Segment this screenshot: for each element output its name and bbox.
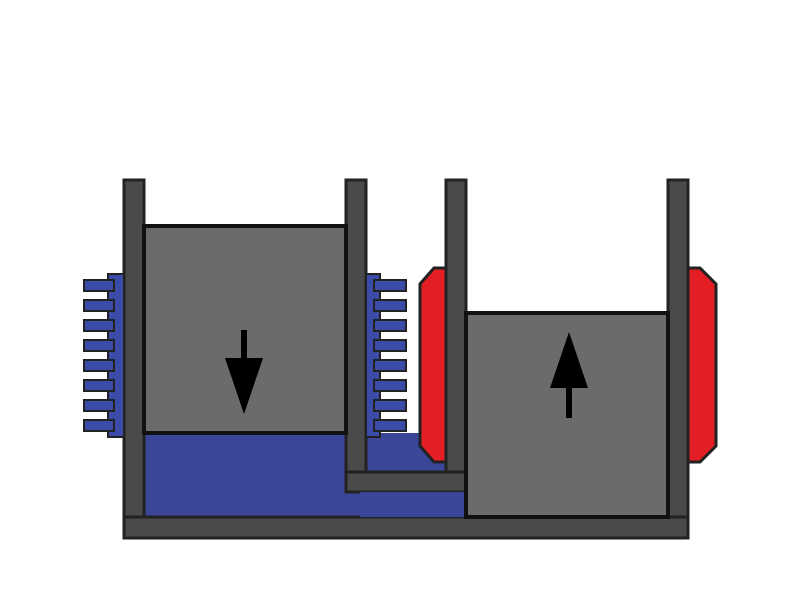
base-plate	[122, 515, 690, 540]
cooling-fin-spine	[365, 273, 381, 438]
heater-pad-left	[418, 266, 448, 464]
arrow-up-icon	[550, 332, 588, 418]
transfer-channel-floor	[344, 470, 468, 494]
cooling-fin	[83, 359, 115, 372]
cooling-fin	[83, 279, 115, 292]
cooling-fins-icon	[83, 273, 125, 438]
cooling-fin	[83, 339, 115, 352]
cooling-fin-spine	[107, 273, 125, 438]
cooling-fin	[83, 299, 115, 312]
cooling-fin	[373, 339, 407, 352]
left-cylinder-outer-wall	[122, 178, 146, 540]
working-fluid-passage	[360, 492, 466, 517]
arrow-down-icon	[225, 330, 263, 414]
cooling-fin	[373, 279, 407, 292]
cooling-fin	[83, 419, 115, 432]
heater-pad-icon	[418, 266, 718, 464]
cooling-fin	[373, 319, 407, 332]
cooling-fins-icon	[365, 273, 407, 438]
right-piston	[464, 311, 670, 519]
cooling-fin	[373, 379, 407, 392]
cooling-fin	[83, 399, 115, 412]
cooling-fin	[373, 399, 407, 412]
cooling-fin	[373, 359, 407, 372]
left-cylinder-inner-wall	[344, 178, 368, 494]
right-cylinder-inner-wall	[444, 178, 468, 494]
cooling-fin	[83, 379, 115, 392]
cooling-fin	[373, 419, 407, 432]
left-piston	[142, 224, 348, 435]
cooling-fin	[373, 299, 407, 312]
cooling-fin	[83, 319, 115, 332]
right-cylinder-outer-wall	[666, 178, 690, 540]
heater-pad-right	[686, 266, 718, 464]
